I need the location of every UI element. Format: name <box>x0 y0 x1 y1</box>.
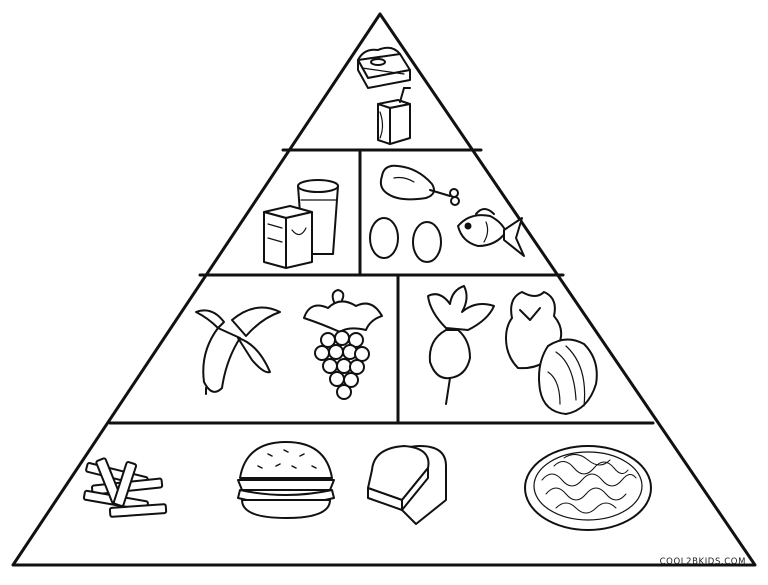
pyramid-outline <box>11 12 757 567</box>
site-credit: COOL2BKIDS.COM <box>659 557 746 567</box>
beet-icon <box>427 285 495 405</box>
pasta-plate-icon <box>524 445 652 531</box>
fish-icon <box>457 208 525 257</box>
chicken-drumstick-icon <box>379 164 460 206</box>
milk-carton-icon <box>263 205 313 269</box>
bread-slices-icon <box>367 445 447 525</box>
juice-box-icon <box>377 87 411 145</box>
egg-icon <box>412 221 442 263</box>
cabbage-icon <box>538 338 598 415</box>
banana-icon <box>195 306 281 395</box>
glass-of-milk-icon <box>297 179 339 255</box>
egg-icon <box>369 217 399 259</box>
grapes-icon <box>303 289 383 400</box>
pyramid-frame <box>11 12 757 567</box>
pie-slice-icon <box>357 46 411 89</box>
hamburger-icon <box>237 441 335 519</box>
french-fries-icon <box>82 457 168 518</box>
